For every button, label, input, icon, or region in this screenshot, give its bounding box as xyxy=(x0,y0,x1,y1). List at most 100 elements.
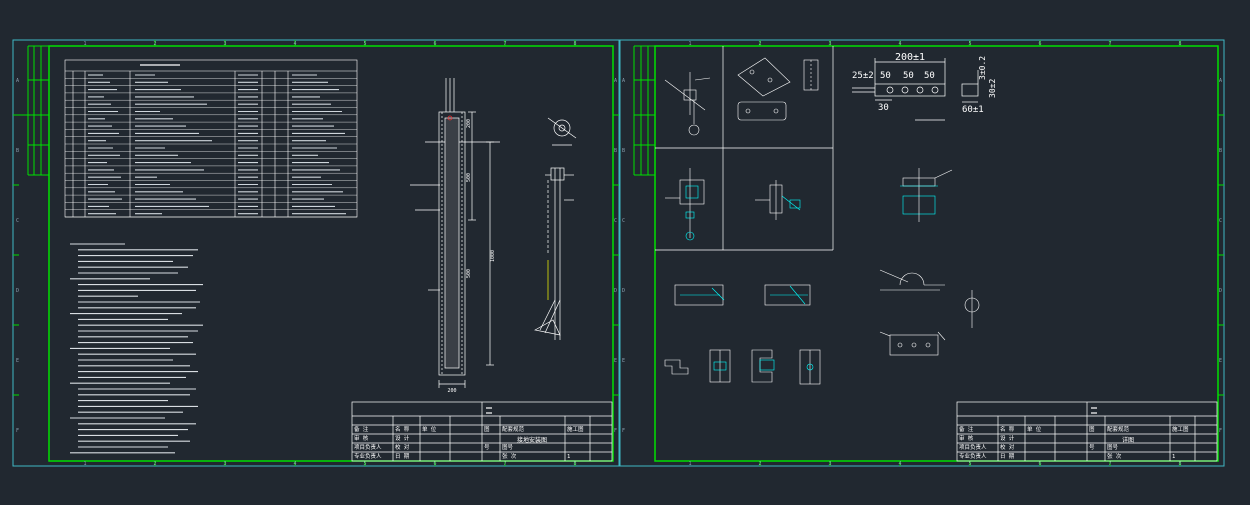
grid-letter-label: A xyxy=(614,78,617,84)
grid-number-label: 1 xyxy=(83,41,86,47)
dimension-label: 200±1 xyxy=(895,52,925,63)
title-block-cell: 号 xyxy=(1089,444,1095,451)
title-block-cell: 施工图 xyxy=(567,425,584,433)
title-block-cell: 项目负责人 xyxy=(354,443,382,451)
right-binding-strip xyxy=(633,45,655,176)
title-block-cell: 备 注 xyxy=(354,425,369,433)
grid-letter-label: A xyxy=(1219,78,1222,84)
title-block-cell: 配套规范 xyxy=(502,425,525,433)
detail-3-drawing xyxy=(665,168,705,241)
grid-number-label: 7 xyxy=(1108,41,1111,47)
grid-number-label: 5 xyxy=(968,461,971,467)
grid-letter-label: D xyxy=(622,288,625,294)
title-block-cell: 张 次 xyxy=(1107,452,1122,460)
grid-number-label: 5 xyxy=(968,41,971,47)
grid-number-label: 6 xyxy=(433,461,436,467)
grid-number-label: 5 xyxy=(363,461,366,467)
hook-detail-drawing xyxy=(879,269,980,328)
grid-number-label: 3 xyxy=(828,461,831,467)
grid-letter-label: E xyxy=(1219,358,1222,364)
dimension-label: 500 xyxy=(466,173,472,182)
grid-number-label: 1 xyxy=(83,461,86,467)
grid-number-label: 3 xyxy=(828,41,831,47)
detail-1-drawing xyxy=(664,72,711,136)
title-block-cell: 备 注 xyxy=(959,425,974,433)
grid-number-label: 4 xyxy=(293,461,296,467)
title-block-cell: 名 称 xyxy=(395,425,410,433)
grid-letter-label: B xyxy=(614,148,617,154)
grid-number-label: 2 xyxy=(758,461,761,467)
detail-2-drawing xyxy=(737,57,819,121)
title-block-cell: 校 对 xyxy=(1000,443,1015,451)
grid-letter-label: E xyxy=(622,358,625,364)
dimension-label: 3±0.2 xyxy=(978,56,987,80)
left-ruler-ticks xyxy=(13,40,619,466)
right-title-block xyxy=(956,401,1218,462)
grid-letter-label: F xyxy=(614,428,617,434)
title-block-cell: 施工图 xyxy=(1172,425,1189,433)
grid-letter-label: C xyxy=(614,218,617,224)
title-block-cell: 配套规范 xyxy=(1107,425,1130,433)
title-block-cell: 专业负责人 xyxy=(959,452,987,460)
grid-number-label: 2 xyxy=(153,41,156,47)
dimension-label: 30 xyxy=(878,103,889,113)
drawing-name: 详图 xyxy=(1122,436,1134,444)
title-block-cell: 日 期 xyxy=(395,453,410,460)
title-block-cell: 设 计 xyxy=(1000,434,1015,442)
grid-number-label: 7 xyxy=(1108,461,1111,467)
grid-number-label: 7 xyxy=(503,41,506,47)
title-block-cell: 单 位 xyxy=(1027,425,1042,433)
side-elevation-drawing xyxy=(533,117,577,340)
grid-letter-label: A xyxy=(16,78,19,84)
grid-number-label: 4 xyxy=(293,41,296,47)
grid-letter-label: D xyxy=(614,288,617,294)
grid-letter-label: D xyxy=(1219,288,1222,294)
dimension-label: 1000 xyxy=(490,250,496,262)
title-block-cell: 张 次 xyxy=(502,452,517,460)
title-block-cell: 设 计 xyxy=(395,434,410,442)
right-sheet-outer-border xyxy=(619,39,1225,467)
title-block-cell: 名 称 xyxy=(1000,425,1015,433)
left-sheet-outer-border xyxy=(12,39,620,467)
left-sheet xyxy=(12,39,620,467)
title-block-cell: 日 期 xyxy=(1000,453,1015,460)
parts-table-text xyxy=(88,64,346,215)
grid-letter-label: B xyxy=(622,148,625,154)
grid-letter-label: C xyxy=(16,218,19,224)
dimension-label: 30±2 xyxy=(988,79,997,98)
right-ruler-ticks xyxy=(759,40,1224,466)
title-block-cell: 项目负责人 xyxy=(959,443,987,451)
bracket-detail-drawing xyxy=(879,331,946,356)
grid-number-label: 1 xyxy=(688,41,691,47)
grid-number-label: 1 xyxy=(688,461,691,467)
grid-number-label: 5 xyxy=(363,41,366,47)
grid-number-label: 4 xyxy=(898,41,901,47)
dimension-label: 50 xyxy=(880,71,891,81)
small-details-row xyxy=(664,284,821,385)
title-block-cell: 图号 xyxy=(1107,443,1119,451)
dimension-label: 50 xyxy=(903,71,914,81)
title-block-cell: 1 xyxy=(567,454,570,460)
grid-number-label: 6 xyxy=(433,41,436,47)
detail-4-drawing xyxy=(755,180,801,220)
notes-block xyxy=(70,243,203,454)
title-block-cell: 单 位 xyxy=(422,425,437,433)
left-title-block xyxy=(351,401,613,462)
grid-number-label: 6 xyxy=(1038,41,1041,47)
grid-number-label: 7 xyxy=(503,461,506,467)
title-block-cell: 图号 xyxy=(502,443,514,451)
grid-number-label: 6 xyxy=(1038,461,1041,467)
grid-letter-label: B xyxy=(1219,148,1222,154)
drawing-name: 接地安装图 xyxy=(517,436,547,444)
grid-letter-label: F xyxy=(622,428,625,434)
title-block-cell: 图 xyxy=(484,425,490,433)
dimension-label: 50 xyxy=(924,71,935,81)
grid-number-label: 2 xyxy=(758,41,761,47)
clamp-detail-drawing xyxy=(900,168,953,222)
grid-number-label: 3 xyxy=(223,461,226,467)
title-block-cell: 图 xyxy=(1089,425,1095,433)
